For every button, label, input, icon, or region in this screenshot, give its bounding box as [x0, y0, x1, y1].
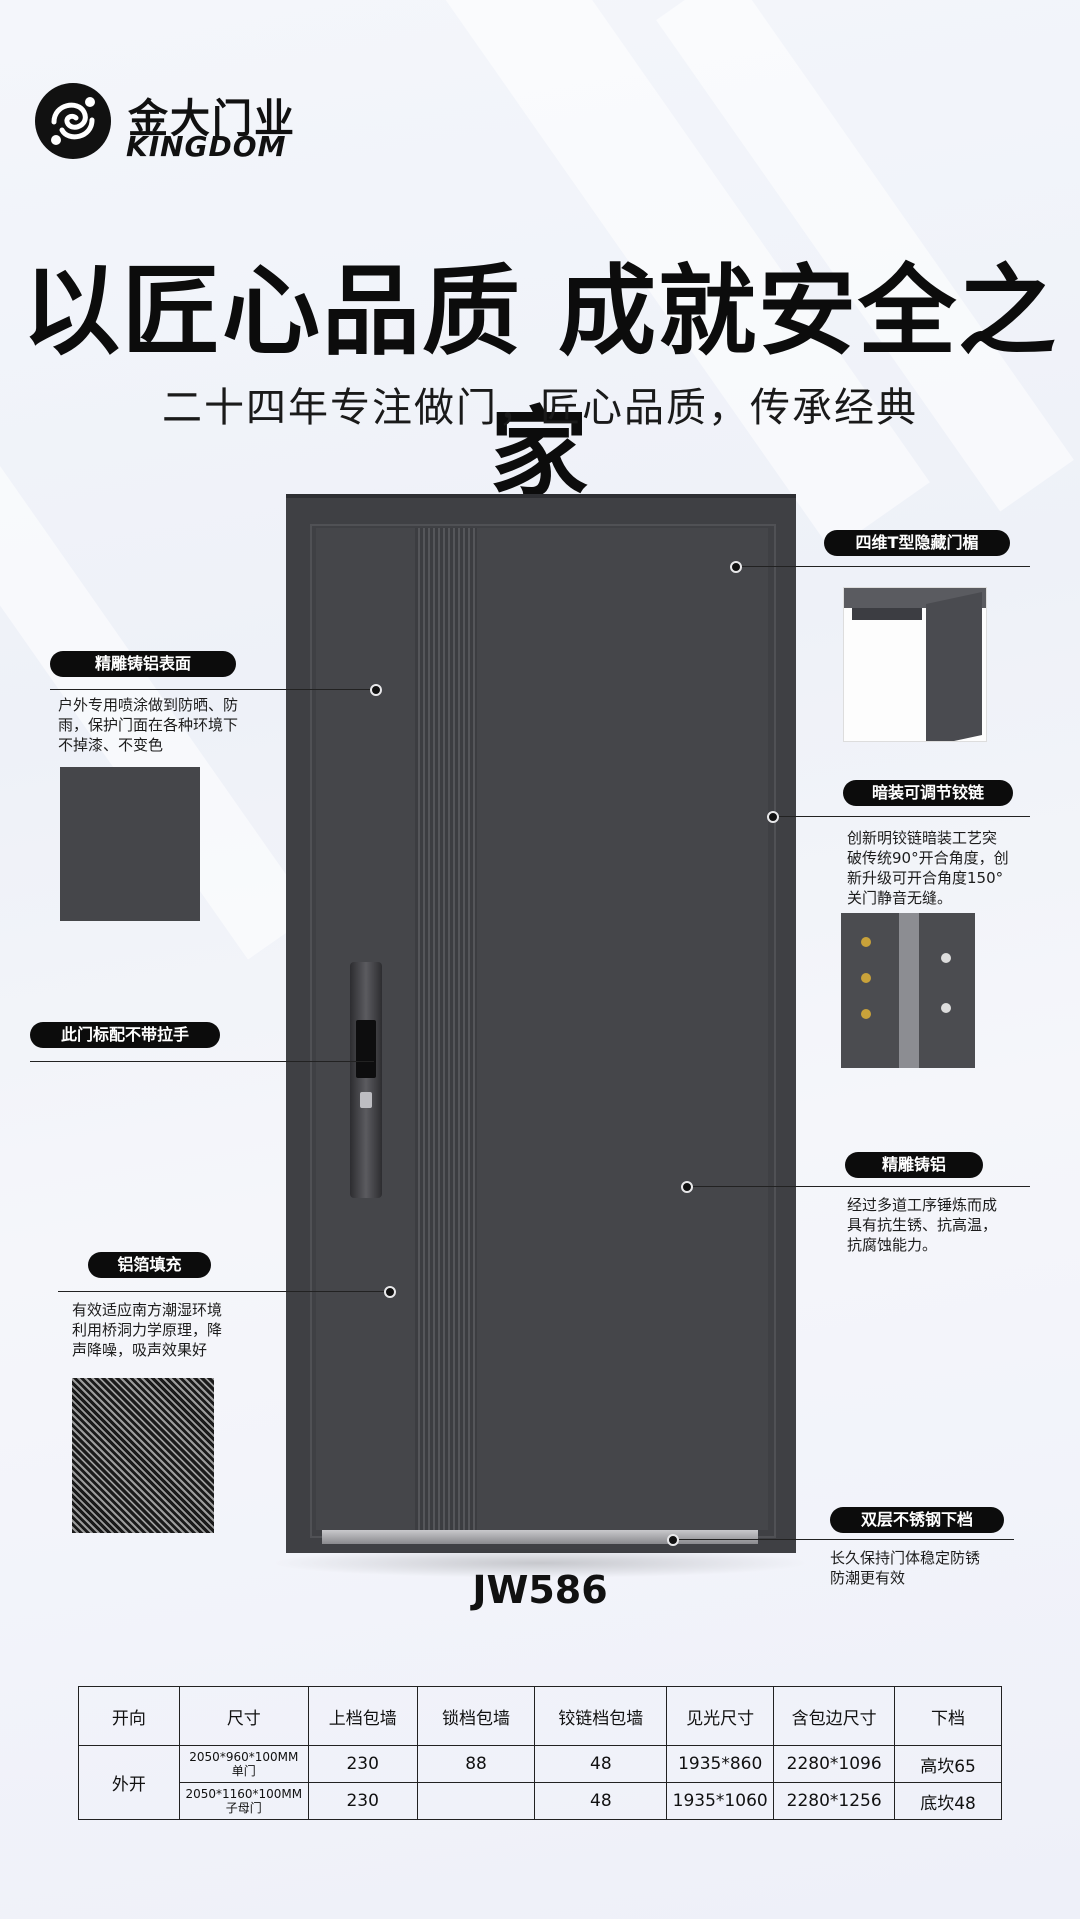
- smart-lock-screen: [356, 1020, 376, 1078]
- table-cell: 高坎65: [894, 1745, 1002, 1783]
- callout-surface-desc: 户外专用喷涂做到防晒、防 雨，保护门面在各种环境下 不掉漆、不变色: [58, 696, 239, 754]
- callout-frame-title: 四维T型隐藏门楣: [824, 530, 1010, 556]
- door-shadow: [270, 1548, 810, 1578]
- callout-surface-title: 精雕铸铝表面: [50, 651, 236, 677]
- door-leaf: [316, 528, 768, 1530]
- table-cell-direction: 外开: [78, 1745, 180, 1820]
- table-header-cell: 锁档包墙: [416, 1686, 536, 1746]
- callout-cast-title: 精雕铸铝: [845, 1152, 983, 1178]
- model-number: JW586: [472, 1568, 608, 1612]
- table-header-cell: 上档包墙: [307, 1686, 418, 1746]
- table-cell: [416, 1782, 536, 1820]
- callout-hinge-desc: 创新明铰链暗装工艺突 破传统90°开合角度，创 新升级可开合角度150° 关门静…: [847, 829, 1009, 907]
- table-cell: 2280*1256: [773, 1782, 896, 1820]
- smart-lock-keyhole-icon: [360, 1092, 372, 1108]
- frame-detail-image: [843, 587, 987, 742]
- hinge-detail-image: [841, 913, 975, 1068]
- door-grooved-stripe: [415, 528, 477, 1530]
- callout-bottom-title: 双层不锈钢下档: [830, 1507, 1004, 1533]
- table-header-cell: 见光尺寸: [666, 1686, 775, 1746]
- table-header-cell: 含包边尺寸: [773, 1686, 896, 1746]
- callout-cast-desc: 经过多道工序锤炼而成 具有抗生锈、抗高温， 抗腐蚀能力。: [847, 1196, 998, 1254]
- callout-surface-line: [50, 689, 376, 690]
- kingdom-logo-icon: [35, 83, 111, 159]
- callout-fill-title: 铝箔填充: [88, 1252, 211, 1278]
- table-cell: 88: [416, 1745, 536, 1783]
- brand-name-en: KINGDOM: [126, 130, 287, 163]
- table-cell: 1935*860: [666, 1745, 775, 1783]
- door-stainless-bottom-bar: [322, 1530, 758, 1544]
- table-cell: 1935*1060: [666, 1782, 775, 1820]
- aluminum-foil-fill-image: [72, 1378, 214, 1533]
- table-cell: 底坎48: [894, 1782, 1002, 1820]
- table-cell: 230: [307, 1782, 418, 1820]
- table-header-cell: 下档: [894, 1686, 1002, 1746]
- table-row: 外开 2050*960*100MM 单门 230 88 48 1935*860 …: [78, 1745, 1002, 1820]
- callout-hinge-line: [772, 816, 1030, 817]
- table-header-row: 开向 尺寸 上档包墙 锁档包墙 铰链档包墙 见光尺寸 含包边尺寸 下档: [78, 1686, 1002, 1746]
- table-cell: 230: [307, 1745, 418, 1783]
- surface-color-swatch: [60, 767, 200, 921]
- callout-fill-line: [58, 1291, 390, 1292]
- callout-bottom-desc: 长久保持门体稳定防锈 防潮更有效: [830, 1549, 981, 1587]
- callout-bottom-line: [674, 1539, 1014, 1540]
- table-row: 2050*1160*100MM 子母门 230 48 1935*1060 228…: [79, 1782, 1002, 1820]
- callout-cast-dot: [681, 1181, 693, 1193]
- smart-lock-panel: [350, 962, 382, 1198]
- callout-hinge-dot: [767, 811, 779, 823]
- callout-frame-dot: [730, 561, 742, 573]
- callout-handle-line: [30, 1061, 374, 1062]
- table-header-cell: 铰链档包墙: [534, 1686, 668, 1746]
- table-cell-size: 2050*960*100MM 单门: [178, 1745, 309, 1783]
- callout-fill-dot: [384, 1286, 396, 1298]
- table-cell: 48: [534, 1745, 668, 1783]
- callout-bottom-dot: [667, 1534, 679, 1546]
- table-cell-size: 2050*1160*100MM 子母门: [178, 1782, 309, 1820]
- callout-hinge-title: 暗装可调节铰链: [843, 780, 1013, 806]
- subheadline: 二十四年专注做门，匠心品质，传承经典: [162, 385, 918, 431]
- table-header-cell: 开向: [78, 1686, 180, 1746]
- callout-surface-dot: [370, 684, 382, 696]
- table-cell: 48: [534, 1782, 668, 1820]
- spec-table: 开向 尺寸 上档包墙 锁档包墙 铰链档包墙 见光尺寸 含包边尺寸 下档 外开 2…: [78, 1686, 1002, 1820]
- callout-cast-line: [686, 1186, 1030, 1187]
- table-header-cell: 尺寸: [178, 1686, 309, 1746]
- callout-frame-line: [735, 566, 1030, 567]
- callout-fill-desc: 有效适应南方潮湿环境 利用桥洞力学原理，降 声降噪，吸声效果好: [72, 1301, 223, 1359]
- table-cell: 2280*1096: [773, 1745, 896, 1783]
- headline: 以匠心品质 成就安全之家: [21, 255, 1059, 511]
- callout-handle-title: 此门标配不带拉手: [30, 1022, 220, 1048]
- brand-name-cn: 金大门业: [128, 96, 296, 142]
